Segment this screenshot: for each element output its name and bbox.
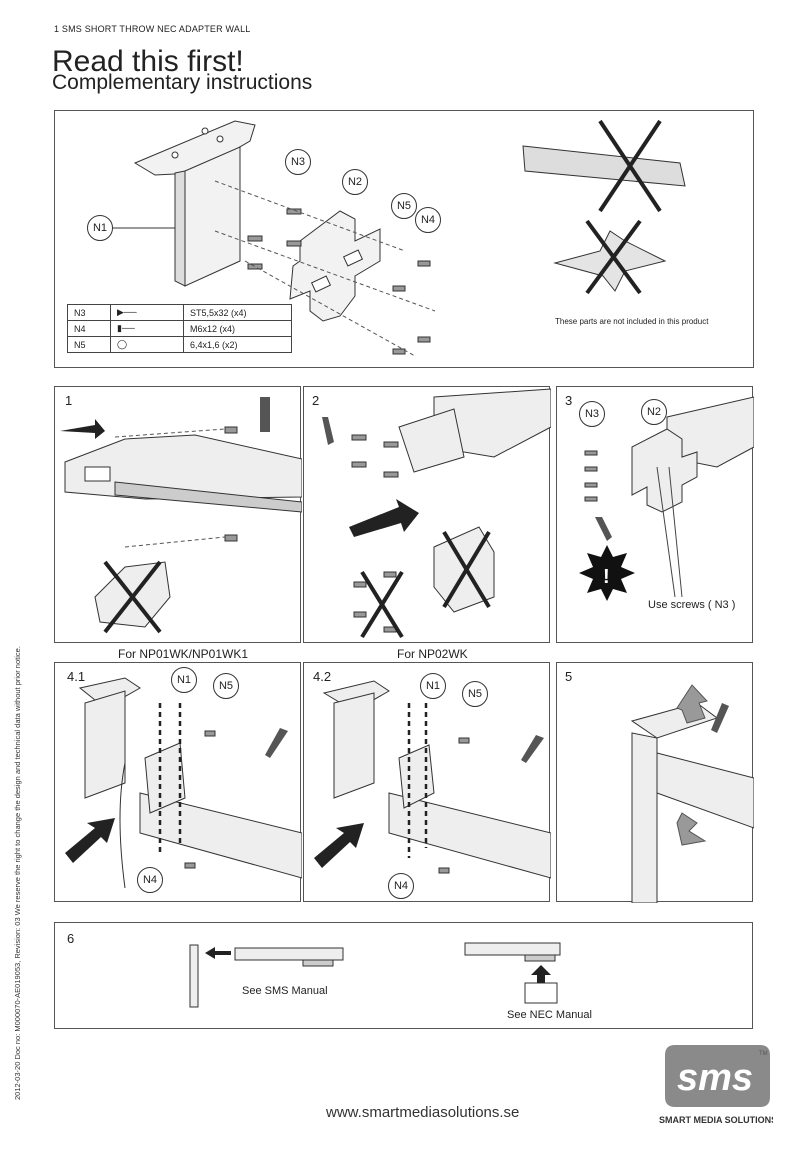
parts-table: N3▶──ST5,5x32 (x4) N4▮──M6x12 (x4) N5◯6,… [67, 304, 292, 353]
page-title: Read this first! [52, 45, 244, 78]
logo-word: sms [677, 1057, 753, 1099]
tag-n1: N1 [87, 215, 113, 241]
step-5-panel: 5 [556, 662, 754, 903]
tag-n4: N4 [388, 873, 414, 899]
sms-logo: sms TM SMART MEDIA SOLUTIONS [655, 1035, 777, 1127]
washer-icon: ◯ [110, 336, 184, 353]
document-header: 1 SMS SHORT THROW NEC ADAPTER WALL [54, 24, 251, 34]
step-number: 2 [312, 393, 320, 408]
tag-n1: N1 [420, 673, 446, 699]
step-6-panel: 6 See SMS Manual See NEC Manual [54, 922, 753, 1029]
tag-n2: N2 [641, 399, 667, 425]
step-2-drawing [322, 388, 551, 639]
step-4-1-drawing [65, 677, 302, 889]
step-number: 4.2 [313, 669, 332, 684]
caption-np01: For NP01WK/NP01WK1 [118, 647, 249, 661]
parts-overview-panel: N1 N3 N2 N5 N4 N3▶──ST5,5x32 (x4) N4▮──M… [54, 110, 754, 368]
step-number: 1 [65, 393, 73, 408]
svg-text:!: ! [603, 566, 610, 588]
tag-n5: N5 [213, 673, 239, 699]
logo-tagline: SMART MEDIA SOLUTIONS [659, 1115, 773, 1125]
tag-n4: N4 [415, 207, 441, 233]
step-6-drawing [189, 942, 561, 1008]
see-sms-manual: See SMS Manual [242, 985, 328, 997]
step-number: 6 [67, 931, 75, 946]
screw-icon: ▶── [110, 304, 184, 321]
table-row: N4▮──M6x12 (x4) [67, 320, 292, 337]
step-number: 5 [565, 669, 573, 684]
step-5-drawing [630, 684, 754, 903]
step-3-panel: 3 N3 N2 ! Use screws ( N3 ) [556, 386, 754, 643]
document-revision-note: 2012-03-20 Doc no: M000070-AE019053, Rev… [13, 646, 22, 1100]
tag-n5: N5 [462, 681, 488, 707]
warning-burst-icon [579, 545, 635, 601]
step-4-1-panel: 4.1 N1 N5 N4 [54, 662, 302, 902]
see-nec-manual: See NEC Manual [507, 1009, 592, 1021]
tag-n1: N1 [171, 667, 197, 693]
tag-n3: N3 [579, 401, 605, 427]
tag-n4: N4 [137, 867, 163, 893]
caption-np02: For NP02WK [397, 647, 468, 661]
step-4-2-panel: 4.2 N1 N5 N4 [303, 662, 551, 902]
warning-text: Use screws ( N3 ) [648, 599, 736, 611]
step-4-2-drawing [314, 680, 551, 879]
tag-n3: N3 [285, 149, 311, 175]
tag-n5: N5 [391, 193, 417, 219]
step-1-panel: 1 [54, 386, 302, 643]
bolt-icon: ▮── [110, 320, 184, 337]
step-number: 3 [565, 393, 573, 408]
step-1-drawing [60, 397, 302, 634]
not-included-note: These parts are not included in this pro… [555, 317, 709, 326]
step-number: 4.1 [67, 669, 86, 684]
logo-tm: TM [759, 1051, 768, 1057]
step-3-drawing: ! [579, 396, 754, 601]
tag-n2: N2 [342, 169, 368, 195]
sms-logo-icon: sms TM SMART MEDIA SOLUTIONS [659, 1045, 777, 1125]
table-row: N3▶──ST5,5x32 (x4) [67, 304, 292, 321]
table-row: N5◯6,4x1,6 (x2) [67, 336, 292, 353]
page-subtitle: Complementary instructions [52, 71, 313, 94]
exploded-parts-drawing [111, 119, 686, 357]
footer-url: www.smartmediasolutions.se [326, 1104, 520, 1121]
step-2-panel: 2 [303, 386, 551, 643]
